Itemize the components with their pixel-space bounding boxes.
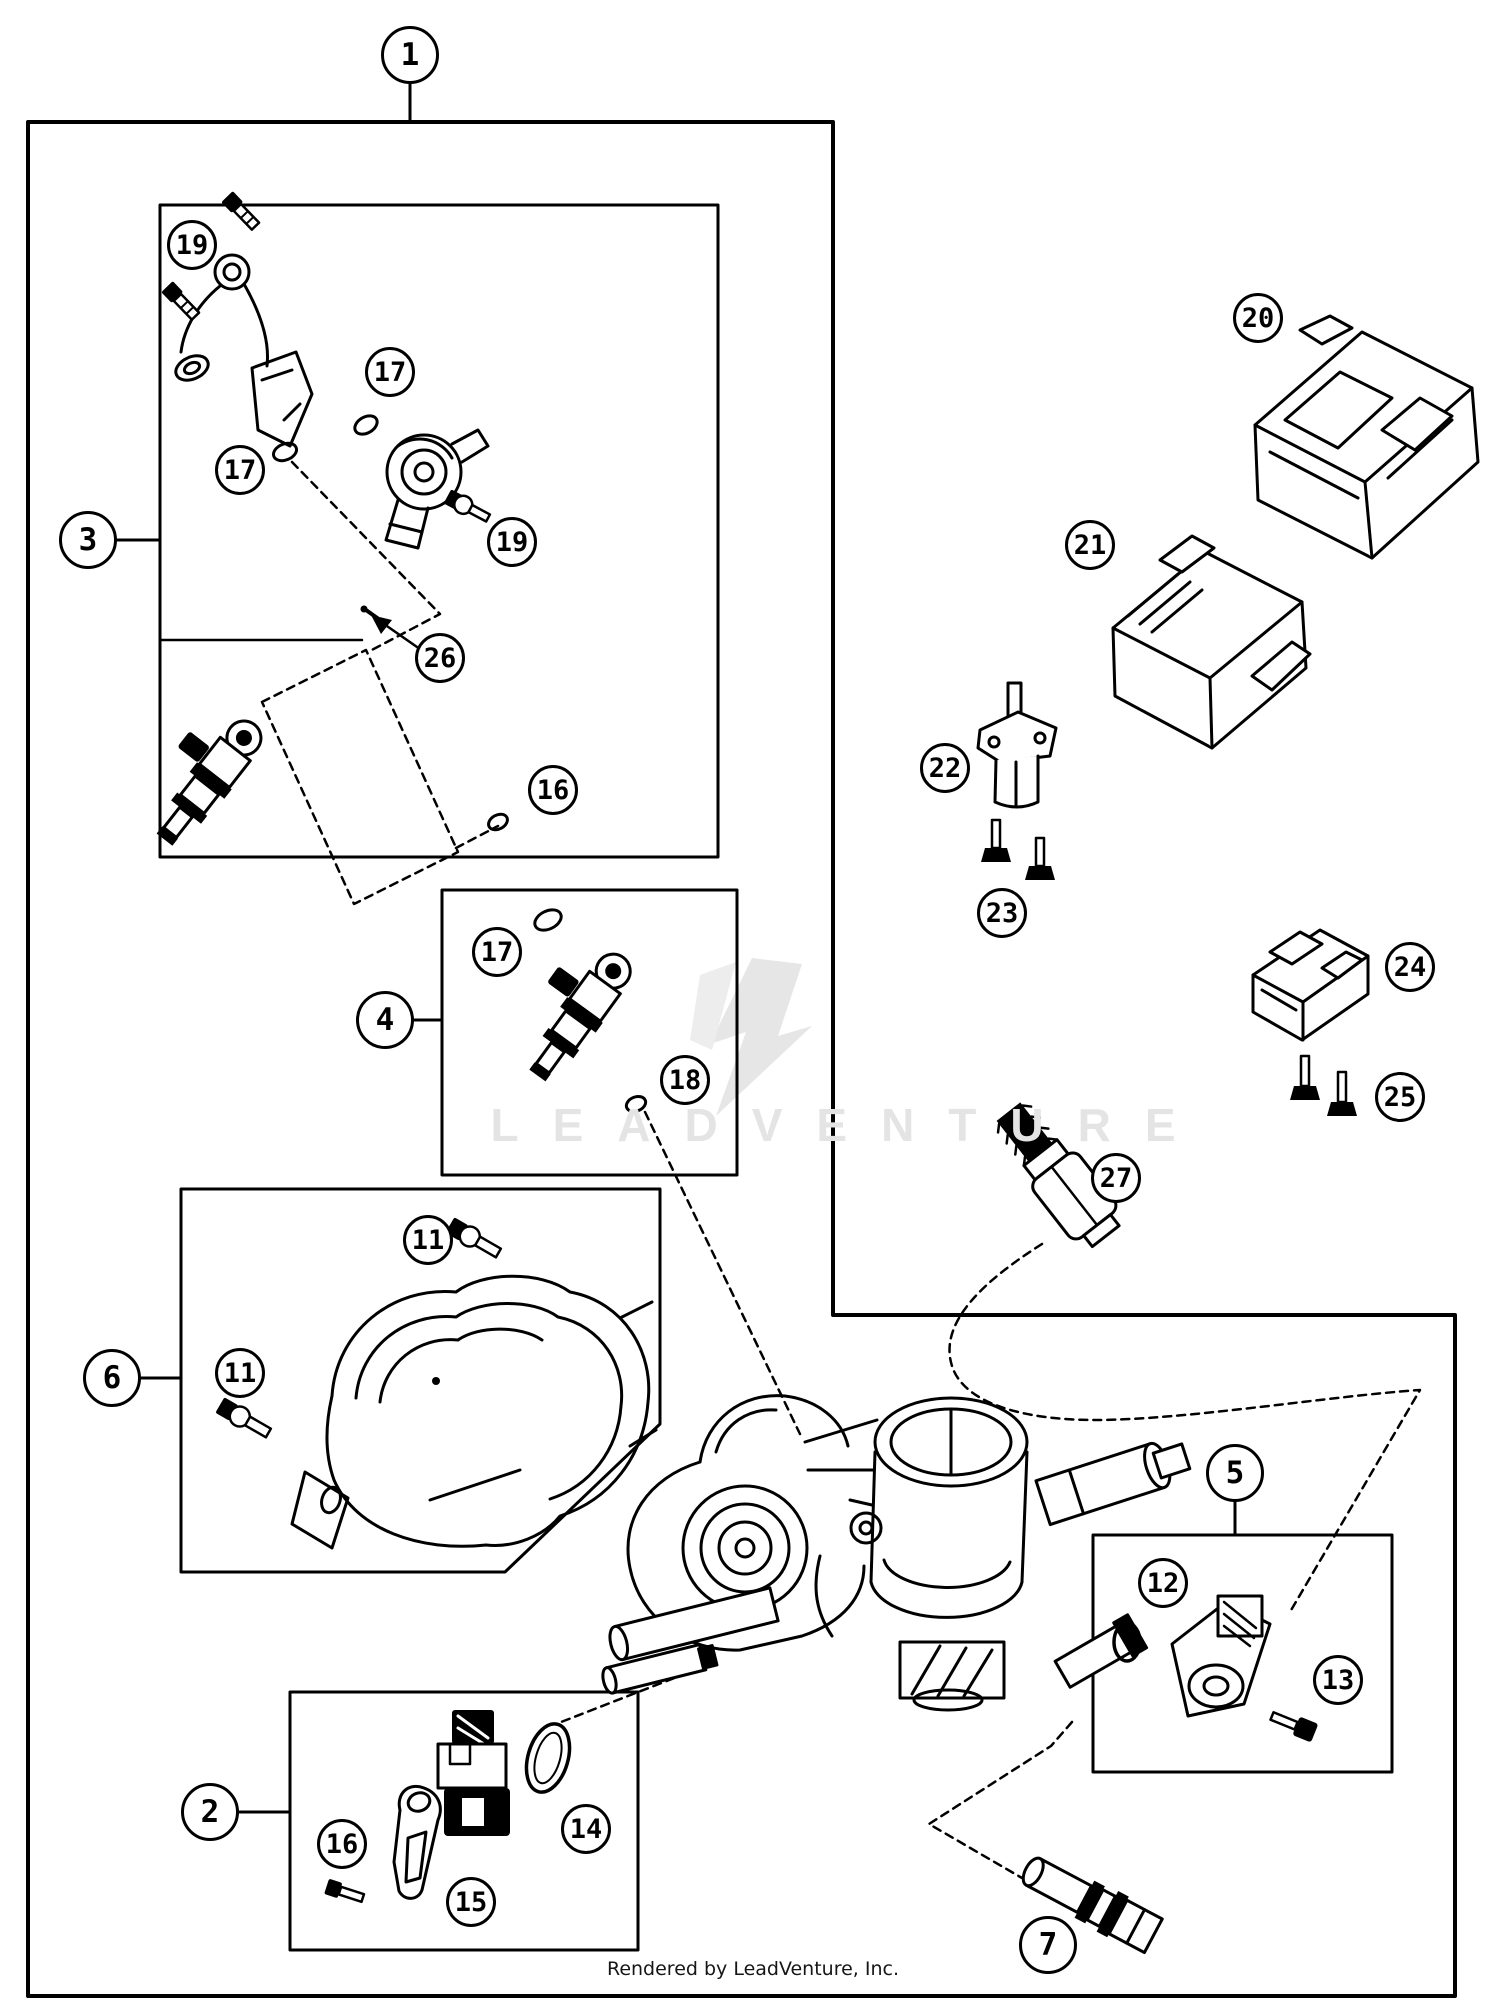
oring-18 — [624, 1095, 648, 1113]
screw-16-small — [324, 1879, 366, 1904]
injector-detail-parallelogram — [260, 648, 460, 906]
oring-17-injector-detail — [533, 908, 563, 932]
callout-group-5[interactable]: 5 — [1206, 1444, 1264, 1502]
callout-part-26[interactable]: 26 — [415, 633, 465, 683]
callout-leader-lines — [115, 82, 1237, 1814]
callout-group-2[interactable]: 2 — [181, 1783, 239, 1841]
leadventure-bolt-logo-icon — [690, 958, 812, 1116]
callout-part-27[interactable]: 27 — [1091, 1153, 1141, 1203]
throttle-position-sensor — [384, 428, 490, 550]
plug-screw-7 — [1021, 1856, 1164, 1955]
ecu-module-20 — [1253, 314, 1480, 560]
screw-19-sensor — [444, 490, 492, 523]
callout-part-14[interactable]: 14 — [561, 1804, 611, 1854]
callout-group-1[interactable]: 1 — [381, 26, 439, 84]
callout-part-19-lower[interactable]: 19 — [487, 517, 537, 567]
screw-25-first — [1290, 1054, 1320, 1100]
callout-part-22[interactable]: 22 — [920, 743, 970, 793]
fuel-injector-assembly — [156, 719, 263, 846]
group-box-6 — [179, 1187, 662, 1574]
throttle-cover-housing — [290, 1274, 658, 1550]
callout-part-23[interactable]: 23 — [977, 888, 1027, 938]
screw-23-first — [981, 818, 1011, 862]
callout-part-21[interactable]: 21 — [1065, 520, 1115, 570]
oring-gasket-14-inner — [533, 1731, 563, 1785]
connector-14 — [436, 1710, 510, 1836]
injector-holder-bracket — [174, 253, 314, 448]
group-box-4 — [440, 888, 739, 1177]
screw-11-upper — [446, 1217, 503, 1259]
screw-19-first — [222, 191, 261, 231]
idle-cable-27 — [948, 1242, 1422, 1614]
callout-part-13[interactable]: 13 — [1313, 1655, 1363, 1705]
callout-part-7[interactable]: 7 — [1019, 1916, 1077, 1974]
callout-group-6[interactable]: 6 — [83, 1349, 141, 1407]
oring-16 — [487, 812, 509, 832]
callout-part-24[interactable]: 24 — [1385, 942, 1435, 992]
oring-gasket-14 — [524, 1722, 572, 1794]
dashed-leader-lines — [260, 460, 1422, 1880]
map-sensor-22 — [976, 681, 1058, 809]
screw-11-lower — [216, 1397, 273, 1439]
render-credit-text: Rendered by LeadVenture, Inc. — [606, 1958, 900, 1980]
callout-part-20[interactable]: 20 — [1233, 293, 1283, 343]
oring-17-lower — [271, 441, 299, 463]
callout-part-11-lower[interactable]: 11 — [215, 1348, 265, 1398]
callout-part-17-upper[interactable]: 17 — [365, 347, 415, 397]
pin-26 — [360, 605, 382, 622]
group-box-2 — [288, 1690, 640, 1952]
callout-part-18[interactable]: 18 — [660, 1055, 710, 1105]
oring-12 — [1112, 1621, 1142, 1663]
fuel-injector-detail — [529, 952, 632, 1082]
leadventure-watermark-text: LEADVENTURE — [490, 1099, 1210, 1151]
group-box-3 — [158, 203, 720, 859]
assembly-box-1 — [26, 120, 1457, 1998]
callout-part-15[interactable]: 15 — [446, 1877, 496, 1927]
screw-25-second — [1327, 1070, 1357, 1116]
callout-part-12[interactable]: 12 — [1138, 1558, 1188, 1608]
screw-13 — [1269, 1711, 1318, 1742]
callout-group-4[interactable]: 4 — [356, 991, 414, 1049]
callout-part-19-upper[interactable]: 19 — [167, 220, 217, 270]
screw-19-second — [162, 281, 201, 321]
callout-part-16-box2[interactable]: 16 — [317, 1819, 367, 1869]
throttle-body — [601, 1394, 1192, 1712]
screw-23-second — [1025, 836, 1055, 880]
callout-part-25[interactable]: 25 — [1375, 1072, 1425, 1122]
oring-17-upper — [353, 414, 379, 436]
stepper-motor-12 — [1170, 1594, 1272, 1718]
sensor-module-24 — [1251, 928, 1370, 1042]
callout-part-17-box4[interactable]: 17 — [472, 927, 522, 977]
callout-part-17-lower[interactable]: 17 — [215, 445, 265, 495]
callout-group-3[interactable]: 3 — [59, 511, 117, 569]
cable-bracket-15 — [392, 1785, 442, 1900]
callout-part-11-upper[interactable]: 11 — [403, 1215, 453, 1265]
ecu-module-21 — [1111, 534, 1312, 750]
callout-part-16-box3[interactable]: 16 — [528, 765, 578, 815]
